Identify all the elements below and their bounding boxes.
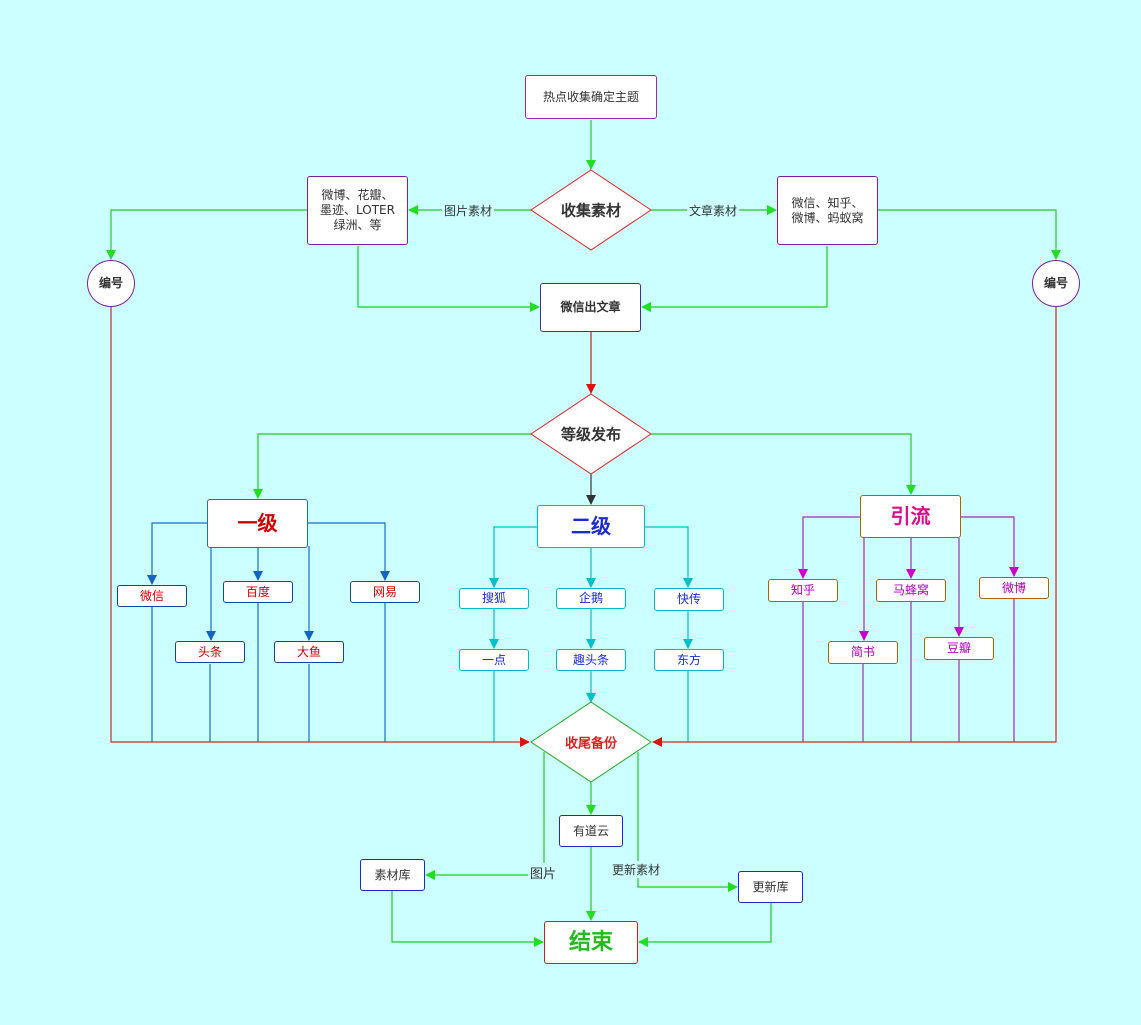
edge-label-image-material: 图片素材	[442, 202, 495, 219]
edge-l1-wangyi	[308, 522, 390, 581]
material-lib-node: 素材库	[360, 859, 425, 891]
l1-dayu-node: 大鱼	[274, 641, 344, 663]
edge-image-number	[106, 209, 307, 260]
edge-image-wechat	[357, 246, 540, 312]
image-sources-line: 绿洲、等	[333, 218, 382, 232]
l1-toutiao-node: 头条	[175, 641, 245, 663]
edge-grade-level1	[253, 433, 531, 499]
grade-diamond	[530, 393, 652, 475]
edge-article-wechat	[641, 246, 828, 312]
tr-jianshu-node: 简书	[828, 641, 898, 664]
collect-label: 收集素材	[560, 201, 622, 220]
edge-update-end	[638, 903, 772, 947]
youdao-node: 有道云	[559, 815, 623, 847]
tr-weibo-node: 微博	[979, 577, 1049, 599]
edge-article-number	[877, 209, 1061, 260]
l2-dongfang-node: 东方	[654, 649, 724, 671]
l2-qie-node: 企鹅	[556, 588, 626, 609]
edge-label-update-material: 更新素材	[610, 861, 663, 878]
edge-backup-material	[425, 752, 545, 880]
image-sources-line: 微博、花瓣、	[321, 188, 394, 202]
edge-tr-weibo	[961, 516, 1019, 577]
edge-l1-weixin	[147, 522, 207, 585]
end-node: 结束	[544, 921, 638, 964]
edge-number-left-down	[110, 306, 530, 747]
backup-label: 收尾备份	[564, 736, 618, 752]
start-node: 热点收集确定主题	[525, 75, 657, 119]
level2-node: 二级	[537, 505, 645, 548]
edge-tr-zhihu	[798, 516, 860, 579]
edge-label-article-material: 文章素材	[687, 202, 740, 219]
l1-weixin-node: 微信	[117, 585, 187, 607]
edge-l2-kuaichuan	[644, 526, 693, 588]
image-sources-node: 微博、花瓣、 墨迹、LOTER 绿洲、等	[307, 176, 408, 245]
tr-douban-node: 豆瓣	[924, 637, 994, 660]
edge-number-right-down	[652, 306, 1057, 747]
l2-kuaichuan-node: 快传	[654, 588, 724, 611]
grade-label: 等级发布	[560, 425, 622, 444]
article-sources-line: 微信、知乎、	[791, 195, 864, 210]
l1-wangyi-node: 网易	[350, 581, 420, 603]
l2-yidian-node: 一点	[459, 649, 529, 671]
article-sources-node: 微信、知乎、 微博、蚂蚁窝	[777, 176, 878, 245]
edge-backup-update	[637, 752, 738, 892]
edge-grade-traffic	[651, 433, 916, 495]
edge-label-image: 图片	[528, 863, 559, 882]
collect-diamond	[530, 169, 652, 251]
l2-qutoutiao-node: 趣头条	[556, 649, 626, 671]
level1-node: 一级	[207, 499, 308, 548]
tr-zhihu-node: 知乎	[768, 579, 838, 602]
edge-l2-souhu	[489, 526, 537, 588]
wechat-article-node: 微信出文章	[540, 283, 641, 332]
backup-diamond	[530, 701, 652, 783]
l1-baidu-node: 百度	[223, 581, 293, 603]
number-left-node: 编号	[87, 260, 135, 307]
tr-mafengwo-node: 马蜂窝	[876, 579, 946, 602]
number-right-node: 编号	[1032, 260, 1080, 307]
l2-souhu-node: 搜狐	[459, 588, 529, 609]
article-sources-line: 微博、蚂蚁窝	[791, 210, 864, 225]
traffic-node: 引流	[860, 495, 961, 538]
edge-material-end	[391, 891, 544, 947]
update-lib-node: 更新库	[738, 871, 803, 903]
image-sources-line: 墨迹、LOTER	[320, 203, 395, 217]
